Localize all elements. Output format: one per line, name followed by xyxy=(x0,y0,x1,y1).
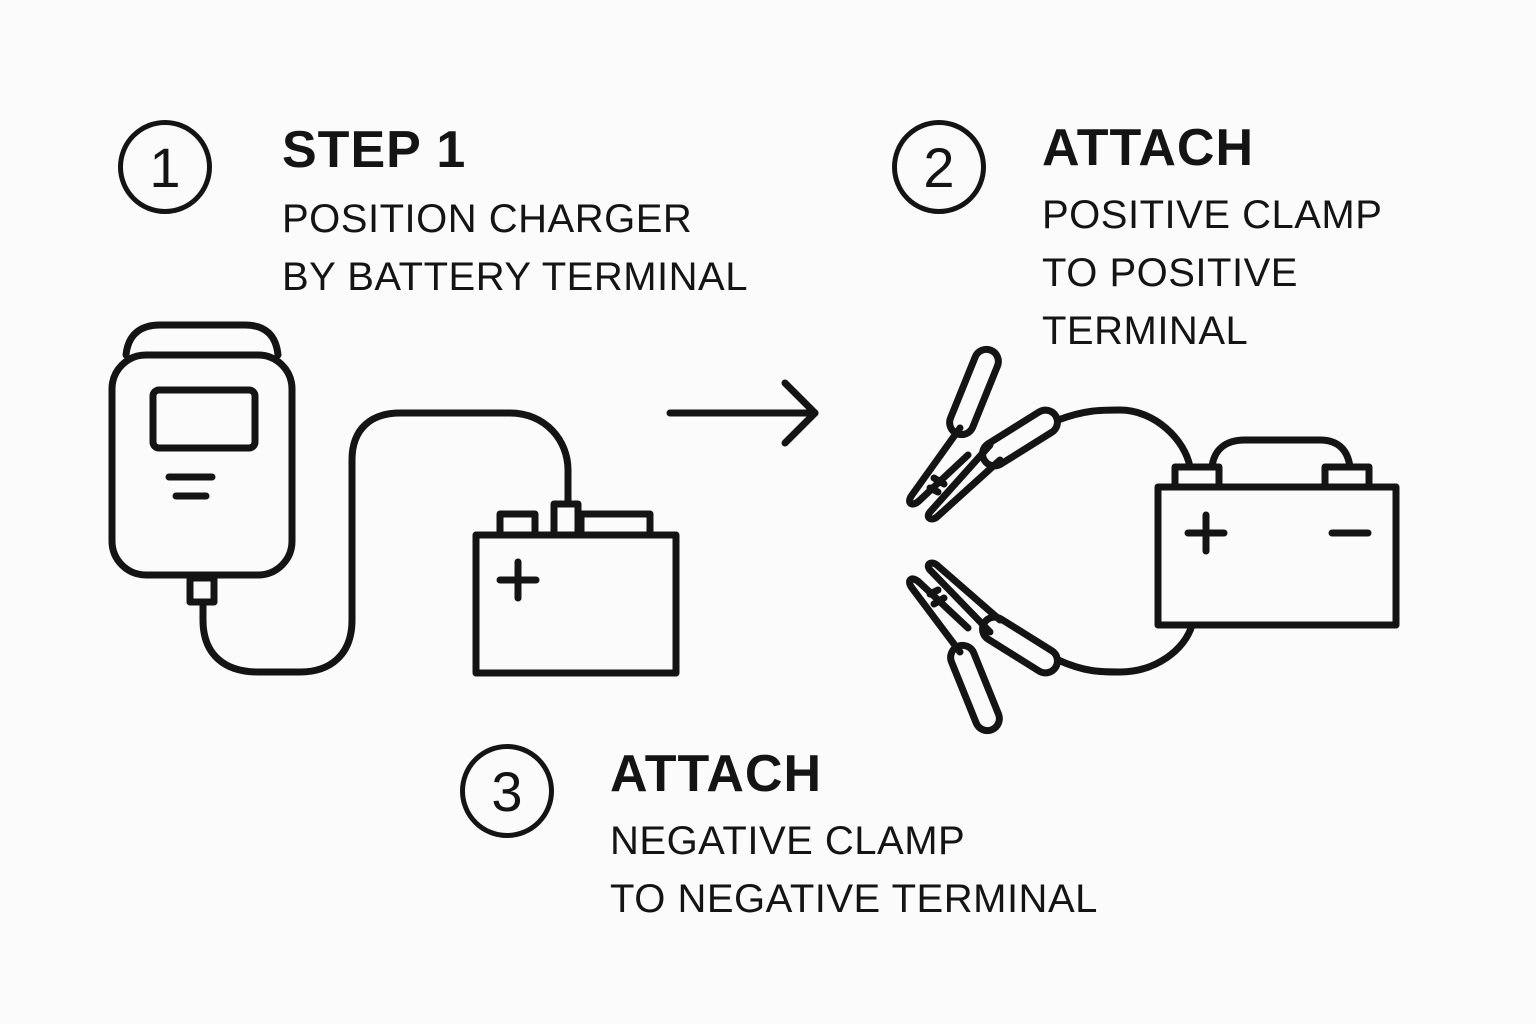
step-2-number: 2 xyxy=(923,135,955,199)
charger-handle xyxy=(122,321,282,359)
clamp-handle xyxy=(946,345,1002,439)
step-2-number-badge: 2 xyxy=(892,120,986,214)
negative-clamp-icon xyxy=(906,559,1061,735)
step-3-line-2: TO NEGATIVE TERMINAL xyxy=(610,877,1098,921)
battery-post xyxy=(577,510,654,539)
battery-post xyxy=(1321,463,1373,491)
step-1-line-2: BY BATTERY TERMINAL xyxy=(282,255,748,299)
charger-display xyxy=(149,386,259,452)
step-3-heading: ATTACH xyxy=(610,745,823,803)
positive-clamp-icon xyxy=(906,345,1061,523)
step-1-heading: STEP 1 xyxy=(282,121,467,179)
charger-plug xyxy=(186,574,218,606)
step-3-description: NEGATIVE CLAMP TO NEGATIVE TERMINAL xyxy=(610,812,1098,928)
battery-post xyxy=(1171,463,1223,491)
battery-body xyxy=(1154,483,1400,629)
step-3-number: 3 xyxy=(491,759,523,823)
battery-link-cable xyxy=(1208,436,1354,471)
battery-post xyxy=(550,500,582,539)
clamp-handle xyxy=(947,641,1003,735)
left-battery-icon xyxy=(472,500,680,677)
negative-clamp-cable xyxy=(1054,621,1196,676)
charger-icon xyxy=(108,321,296,606)
step-1-description: POSITION CHARGER BY BATTERY TERMINAL xyxy=(282,190,748,306)
step-3-line-1: NEGATIVE CLAMP xyxy=(610,819,966,863)
step-3-number-badge: 3 xyxy=(460,744,554,838)
charger-cable xyxy=(199,409,572,676)
battery-post xyxy=(496,510,539,539)
step-2-line-3: TERMINAL xyxy=(1042,309,1249,353)
positive-clamp-cable xyxy=(1054,406,1194,471)
arrow-right-icon xyxy=(666,379,819,447)
right-battery-icon xyxy=(1154,436,1400,629)
step-2-description: POSITIVE CLAMP TO POSITIVE TERMINAL xyxy=(1042,186,1382,360)
step-1-number-badge: 1 xyxy=(118,120,212,214)
step-1-line-1: POSITION CHARGER xyxy=(282,197,693,241)
step-2-line-1: POSITIVE CLAMP xyxy=(1042,193,1383,237)
clamp-handle xyxy=(979,613,1061,677)
battery-body xyxy=(472,531,680,677)
step-2-heading: ATTACH xyxy=(1042,119,1255,177)
clamp-handle xyxy=(979,406,1061,470)
step-1-number: 1 xyxy=(149,135,181,199)
step-2-line-2: TO POSITIVE xyxy=(1042,251,1298,295)
